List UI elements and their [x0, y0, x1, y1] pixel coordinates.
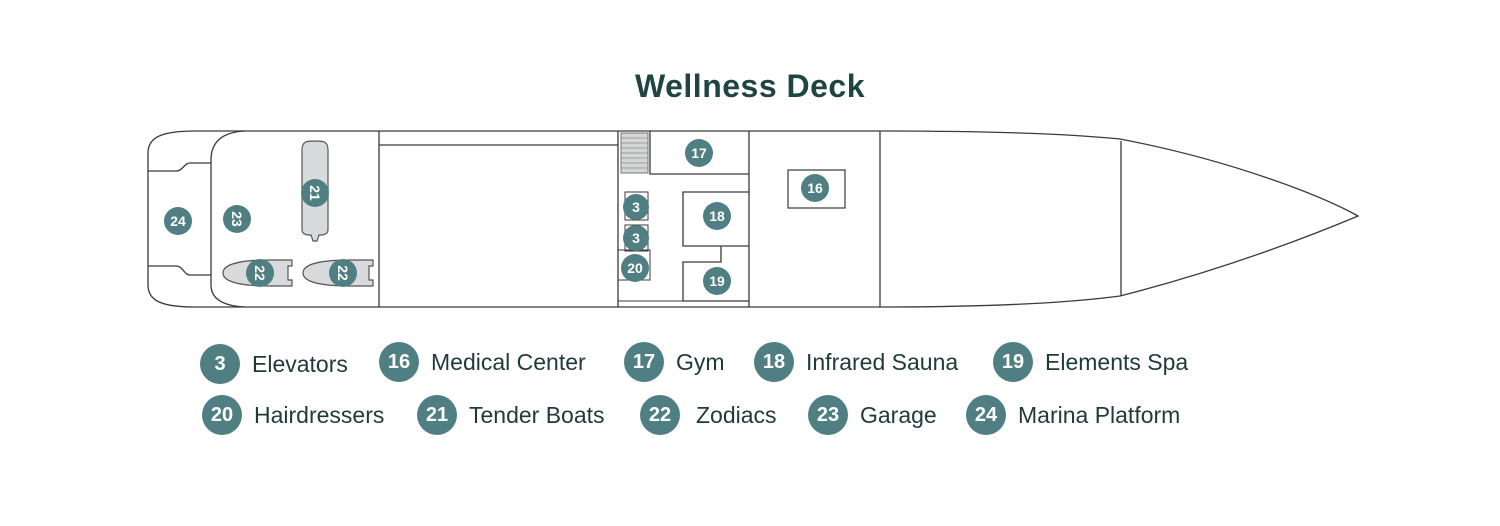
- legend-label: Infrared Sauna: [806, 348, 959, 375]
- svg-text:16: 16: [807, 180, 823, 196]
- map-marker-24: 24: [164, 207, 192, 235]
- map-marker-22: 22: [329, 259, 357, 287]
- legend-label: Elevators: [252, 350, 348, 377]
- svg-text:18: 18: [709, 208, 725, 224]
- map-marker-3: 3: [623, 225, 649, 251]
- map-marker-18: 18: [703, 202, 731, 230]
- legend-badge: 24: [966, 395, 1006, 435]
- svg-text:22: 22: [252, 265, 268, 281]
- legend-badge: 21: [417, 395, 457, 435]
- svg-text:20: 20: [627, 260, 643, 276]
- legend-label: Zodiacs: [696, 401, 777, 428]
- hull-outline: [147, 130, 1360, 308]
- stairs-icon: [620, 132, 649, 174]
- svg-text:3: 3: [632, 199, 640, 215]
- page-title: Wellness Deck: [634, 68, 866, 104]
- map-marker-17: 17: [685, 139, 713, 167]
- legend-item-zodiacs: 22 Zodiacs: [640, 395, 777, 435]
- legend-item-garage: 23 Garage: [808, 395, 937, 435]
- map-marker-23: 23: [223, 205, 251, 233]
- legend-item-elevators: 3 Elevators: [200, 344, 348, 384]
- gym-room: [649, 131, 749, 175]
- svg-text:21: 21: [307, 185, 323, 201]
- map-marker-20: 20: [621, 254, 649, 282]
- legend-label: Marina Platform: [1018, 401, 1181, 428]
- legend-label: Medical Center: [431, 348, 586, 375]
- map-marker-21: 21: [301, 179, 329, 207]
- svg-text:17: 17: [691, 145, 707, 161]
- marina-platform-wall: [148, 265, 211, 276]
- svg-text:19: 19: [709, 273, 725, 289]
- legend-badge: 23: [808, 395, 848, 435]
- legend-label: Garage: [860, 401, 937, 428]
- svg-text:3: 3: [632, 230, 640, 246]
- map-marker-3: 3: [623, 194, 649, 220]
- legend-item-marina-platform: 24 Marina Platform: [966, 395, 1180, 435]
- garage-wall: [210, 130, 246, 308]
- legend-item-medical-center: 16 Medical Center: [379, 342, 586, 382]
- legend-item-gym: 17 Gym: [624, 342, 725, 382]
- legend-item-hairdressers: 20 Hairdressers: [202, 395, 384, 435]
- legend-badge: 16: [379, 342, 419, 382]
- map-marker-16: 16: [801, 174, 829, 202]
- svg-text:23: 23: [229, 211, 245, 227]
- legend-item-infrared-sauna: 18 Infrared Sauna: [754, 342, 958, 382]
- legend-label: Tender Boats: [469, 401, 605, 428]
- legend-badge: 19: [993, 342, 1033, 382]
- legend-badge: 17: [624, 342, 664, 382]
- legend-label: Gym: [676, 348, 725, 375]
- sauna-room: [682, 191, 749, 247]
- svg-text:24: 24: [170, 213, 186, 229]
- map-marker-22: 22: [246, 259, 274, 287]
- legend-badge: 22: [640, 395, 680, 435]
- map-marker-19: 19: [703, 267, 731, 295]
- legend-badge: 20: [202, 395, 242, 435]
- legend-label: Hairdressers: [254, 401, 385, 428]
- medical-room: [787, 169, 846, 209]
- svg-text:22: 22: [335, 265, 351, 281]
- legend-item-tender-boats: 21 Tender Boats: [417, 395, 605, 435]
- marina-platform-wall: [148, 162, 211, 172]
- legend-label: Elements Spa: [1045, 348, 1189, 375]
- legend-item-elements-spa: 19 Elements Spa: [993, 342, 1188, 382]
- legend-badge: 3: [200, 344, 240, 384]
- legend-badge: 18: [754, 342, 794, 382]
